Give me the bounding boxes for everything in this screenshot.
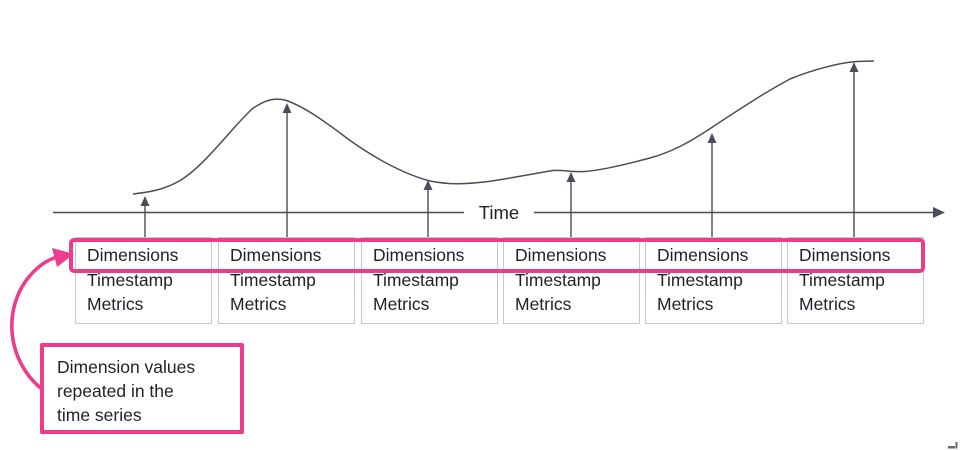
record-field-dimensions: Dimensions [515, 245, 607, 265]
record-field-timestamp: Timestamp [87, 269, 173, 290]
record-field-metrics: Metrics [657, 294, 714, 314]
record-card: Dimensions Timestamp Metrics [645, 237, 782, 324]
callout-text-line: repeated in the [57, 381, 174, 401]
record-field-metrics: Metrics [515, 294, 572, 314]
record-field-metrics: Metrics [799, 294, 856, 314]
sample-arrowhead-icon [849, 62, 859, 72]
record-field-dimensions: Dimensions [87, 245, 179, 265]
record-field-timestamp: Timestamp [373, 269, 459, 290]
record-field-dimensions: Dimensions [230, 245, 322, 265]
record-field-metrics: Metrics [373, 294, 430, 314]
record-field-timestamp: Timestamp [657, 269, 743, 290]
axis-label: Time [479, 202, 519, 223]
callout-arrow-curve [10, 256, 56, 392]
sample-arrowhead-icon [282, 103, 292, 113]
record-field-timestamp: Timestamp [230, 269, 316, 290]
sample-arrows [140, 62, 859, 238]
record-field-dimensions: Dimensions [657, 245, 749, 265]
sample-arrowhead-icon [566, 172, 576, 182]
cropped-artifact [948, 442, 958, 449]
axis-arrowhead-icon [933, 207, 945, 218]
record-field-metrics: Metrics [230, 294, 287, 314]
record-card: Dimensions Timestamp Metrics [75, 237, 212, 324]
sample-arrowhead-icon [707, 133, 717, 143]
record-card: Dimensions Timestamp Metrics [361, 237, 498, 324]
record-field-dimensions: Dimensions [799, 245, 891, 265]
record-field-metrics: Metrics [87, 294, 144, 314]
sample-arrowhead-icon [140, 196, 150, 206]
record-card: Dimensions Timestamp Metrics [218, 237, 355, 324]
record-card: Dimensions Timestamp Metrics [503, 237, 640, 324]
callout-text-line: Dimension values [57, 357, 196, 377]
sample-arrowhead-icon [423, 180, 433, 190]
callout-connector [10, 248, 74, 392]
time-axis: Time [53, 202, 945, 223]
callout-arrowhead-icon [52, 248, 74, 267]
callout-box: Dimension values repeated in the time se… [40, 343, 244, 434]
record-field-timestamp: Timestamp [515, 269, 601, 290]
record-field-timestamp: Timestamp [799, 269, 885, 290]
time-series-curve [132, 60, 875, 195]
record-card: Dimensions Timestamp Metrics [787, 237, 924, 324]
record-field-dimensions: Dimensions [373, 245, 465, 265]
callout-text-line: time series [57, 405, 142, 425]
